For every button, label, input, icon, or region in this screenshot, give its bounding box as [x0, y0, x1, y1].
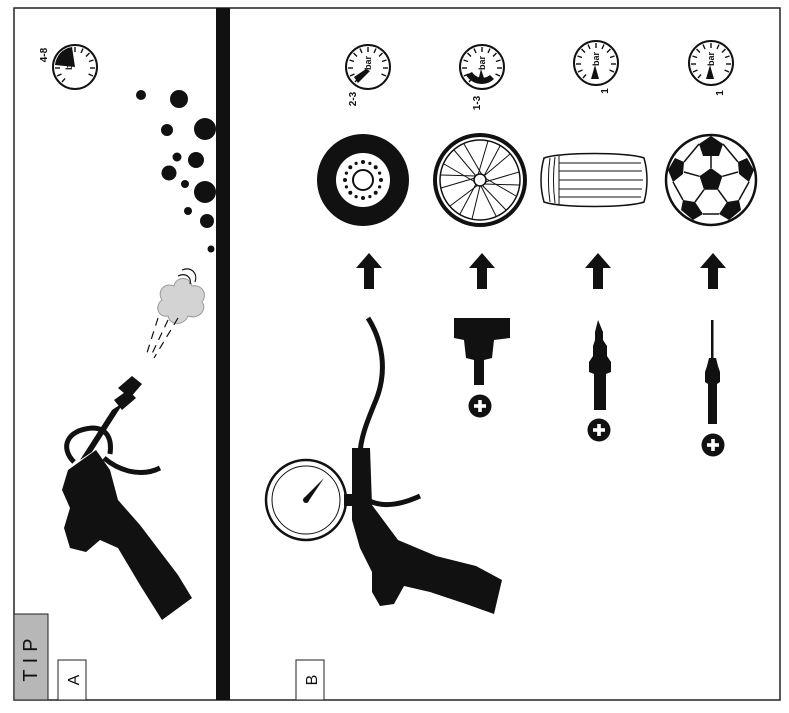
svg-text:B: B: [304, 675, 321, 686]
gauge-unit: bar: [706, 52, 716, 67]
plus-icon: [587, 418, 611, 442]
gauge-range-label: 2-3: [348, 91, 359, 106]
blow-gun-icon: [62, 376, 192, 620]
gauge-range-label: 1: [715, 90, 726, 96]
gauge-range-label: 4-8: [39, 47, 50, 62]
pressure-gauge-icon: bar 4-8: [39, 44, 98, 90]
pressure-gauge-icon: bar 2-3: [345, 44, 391, 106]
panel-b: bar 2-3 bar 1-3 bar 1 bar 1: [264, 40, 758, 701]
arrow-up-icon: [356, 253, 382, 289]
gauge-range-label: 1: [600, 88, 611, 94]
needle-adapter-icon: [705, 320, 720, 424]
pressure-gauge-icon: bar 1: [688, 40, 734, 96]
pressure-gauge-icon: bar 1: [573, 40, 619, 94]
arrow-up-icon: [469, 253, 495, 289]
diagram-frame: [13, 7, 781, 701]
bicycle-wheel-icon: [433, 133, 527, 227]
nozzle-adapter-icon: [589, 320, 611, 410]
pressure-gauge-icon: bar 1-3: [459, 44, 505, 110]
tip-box: TIP: [13, 613, 49, 701]
gauge-unit: bar: [591, 52, 601, 67]
debris-particles-icon: [136, 90, 216, 253]
car-tire-icon: [317, 134, 409, 226]
soccer-ball-icon: [664, 133, 758, 227]
plus-icon: [468, 394, 492, 418]
inflatable-mattress-icon: [540, 152, 648, 208]
panel-a: bar 4-8: [13, 44, 216, 701]
cone-adapter-icon: [454, 318, 510, 385]
plus-icon: [701, 433, 725, 457]
gauge-unit: bar: [64, 56, 74, 71]
svg-text:A: A: [66, 674, 83, 685]
arrow-up-icon: [700, 253, 726, 289]
panel-a-label: A: [57, 659, 87, 701]
gauge-unit: bar: [477, 56, 487, 71]
tire-inflator-gun-icon: [264, 316, 502, 614]
air-cloud-icon: [145, 268, 205, 359]
gauge-range-label: 1-3: [472, 95, 483, 110]
arrow-up-icon: [585, 253, 611, 289]
gauge-unit: bar: [363, 56, 373, 71]
panel-divider: [216, 8, 230, 700]
panel-b-label: B: [295, 659, 325, 701]
tip-label: TIP: [20, 632, 42, 681]
